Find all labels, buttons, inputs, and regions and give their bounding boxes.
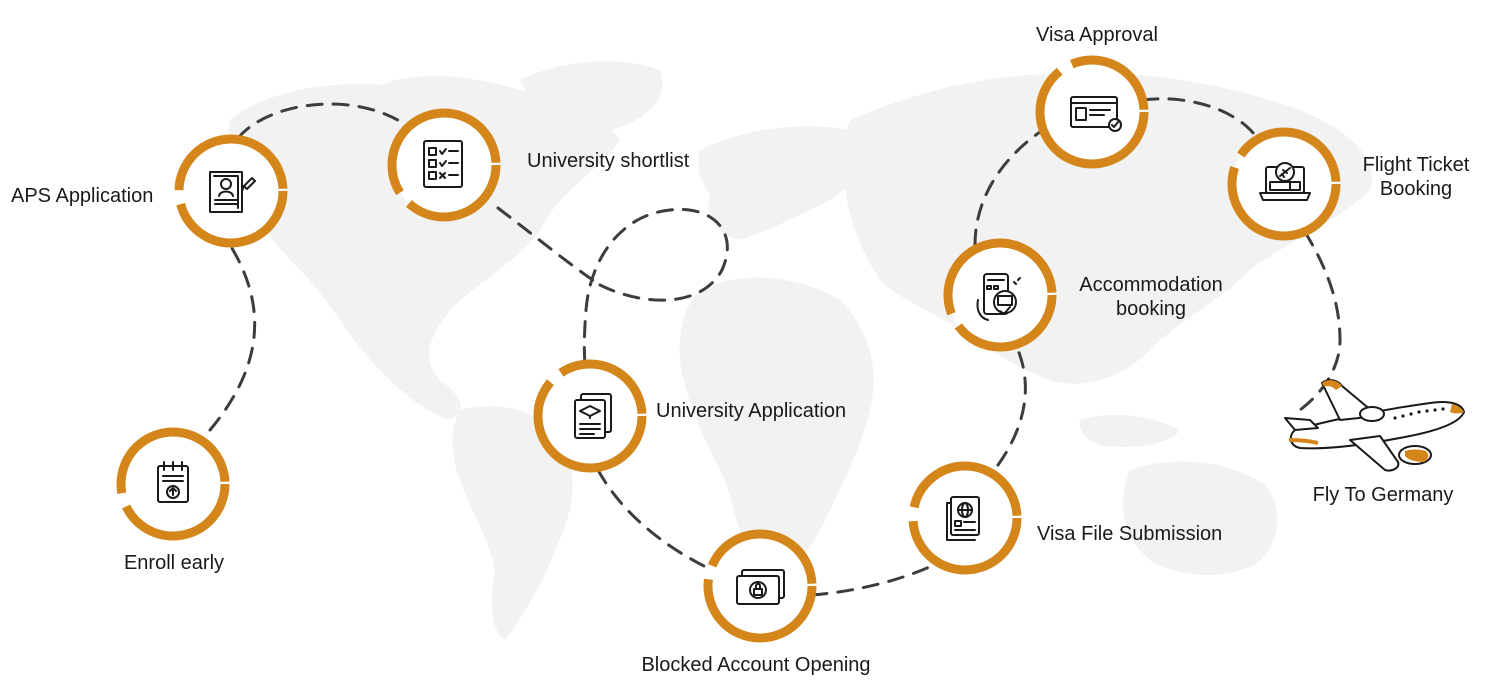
passport-icon [946, 496, 980, 541]
step-label-fly: Fly To Germany [1312, 484, 1454, 506]
step-label-visa-approval: Visa Approval [1036, 24, 1158, 46]
route-enroll-to-aps [208, 243, 257, 432]
step-ring-flight[interactable] [1227, 127, 1341, 241]
step-label-blocked: Blocked Account Opening [641, 654, 871, 676]
graduation-documents-icon [574, 393, 612, 439]
step-ring-visa-approval[interactable] [1035, 55, 1149, 169]
route-loop [582, 207, 729, 367]
checklist-icon [423, 140, 463, 188]
step-label-shortlist: University shortlist [527, 150, 690, 172]
laptop-flight-icon [1259, 162, 1311, 201]
route-visafile-to-accommodation [996, 348, 1027, 467]
world-map-background [228, 61, 1372, 640]
step-label-uni-app: University Application [656, 400, 847, 422]
step-label-accommodation: Accommodation booking [1066, 273, 1236, 321]
route-accommodation-to-visa [973, 130, 1042, 247]
airplane-icon [1284, 379, 1465, 472]
step-label-accommodation-line-1: Accommodation [1079, 274, 1223, 296]
step-label-flight-line-1: Flight Ticket [1362, 154, 1470, 176]
route-aps-to-shortlist [236, 102, 412, 140]
step-ring-aps[interactable] [174, 134, 288, 248]
clipboard-upload-icon [157, 461, 189, 503]
step-label-visa-file: Visa File Submission [1037, 523, 1223, 545]
dashed-route [208, 97, 1342, 597]
locked-money-icon [736, 569, 785, 605]
route-flight-to-plane [1298, 230, 1342, 412]
step-label-flight: Flight Ticket Booking [1345, 153, 1487, 201]
document-profile-icon [209, 171, 256, 213]
route-visa-to-flight [1141, 97, 1257, 137]
hotel-booking-icon [976, 273, 1021, 321]
step-label-aps: APS Application [11, 185, 154, 207]
visa-card-approved-icon [1070, 96, 1122, 132]
step-label-flight-line-2: Booking [1379, 178, 1453, 200]
step-ring-enroll[interactable] [116, 427, 230, 541]
route-blocked-to-visafile [810, 560, 942, 597]
route-shortlist-to-loop [496, 206, 602, 287]
step-label-enroll: Enroll early [123, 552, 225, 574]
route-uniapp-to-blocked [596, 468, 714, 572]
step-label-accommodation-line-2: booking [1115, 298, 1187, 320]
